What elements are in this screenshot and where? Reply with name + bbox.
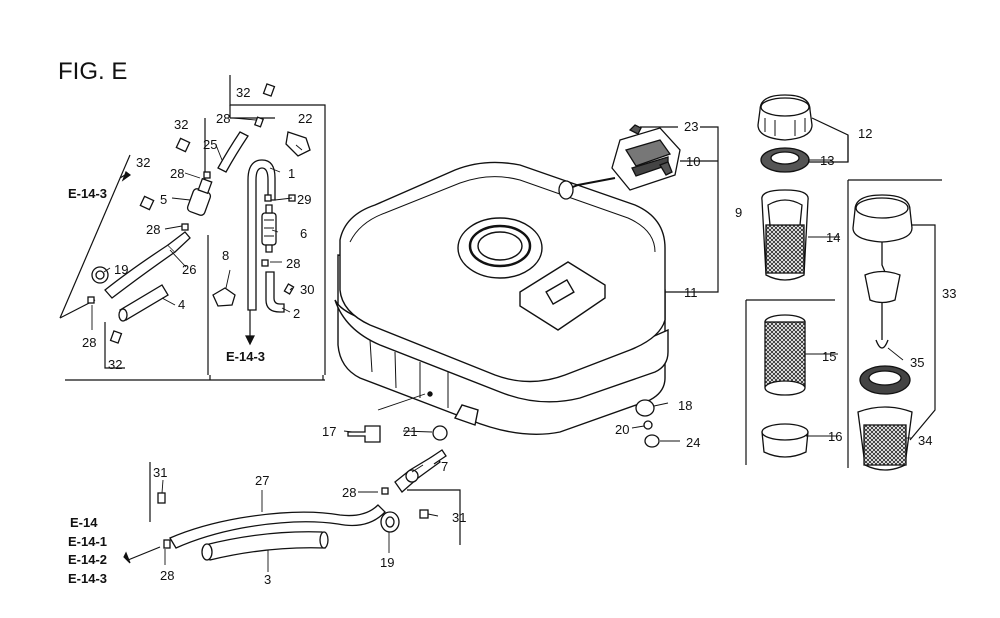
part-label-24: 24 (686, 435, 701, 450)
part-label-16: 16 (828, 429, 843, 444)
part-label-7: 7 (441, 459, 449, 474)
part-label-21: 21 (403, 424, 418, 439)
part-label-20: 20 (615, 422, 630, 437)
part-label-15: 15 (822, 349, 837, 364)
part-label-29: 29 (297, 192, 312, 207)
part-label-28: 28 (82, 335, 97, 350)
part-label-5: 5 (160, 192, 168, 207)
part-label-19: 19 (380, 555, 395, 570)
part-label-14: 14 (826, 230, 841, 245)
part-label-17: 17 (322, 424, 337, 439)
part-label-23: 23 (684, 119, 699, 134)
part-label-4: 4 (178, 297, 186, 312)
part-label-18: 18 (678, 398, 693, 413)
fuel-gauge (558, 124, 681, 200)
part-label-30: 30 (300, 282, 315, 297)
part-label-32: 32 (236, 85, 251, 100)
part-label-9: 9 (735, 205, 743, 220)
part-label-32: 32 (136, 155, 151, 170)
part-label-19: 19 (114, 262, 129, 277)
part-label-32: 32 (108, 357, 123, 372)
part-label-26: 26 (182, 262, 197, 277)
part-label-31: 31 (452, 510, 467, 525)
part-label-6: 6 (300, 226, 308, 241)
part-label-31: 31 (153, 465, 168, 480)
part-label-28: 28 (286, 256, 301, 271)
part-label-33: 33 (942, 286, 957, 301)
part-label-28: 28 (160, 568, 175, 583)
part-label-2: 2 (293, 306, 301, 321)
part-label-27: 27 (255, 473, 270, 488)
ref-e-14-3-bottom[interactable]: E-14-3 (68, 571, 108, 586)
right-frames (640, 117, 942, 468)
bottom-hoses (157, 399, 660, 561)
part-label-28: 28 (342, 485, 357, 500)
part-label-25: 25 (203, 137, 218, 152)
part-label-28: 28 (170, 166, 185, 181)
ref-e-14-3-upper[interactable]: E-14-3 (68, 186, 108, 201)
part-label-34: 34 (918, 433, 933, 448)
ref-e-14-1[interactable]: E-14-1 (68, 534, 108, 549)
part-label-22: 22 (298, 111, 313, 126)
part-label-32: 32 (174, 117, 189, 132)
part-label-35: 35 (910, 355, 925, 370)
part-label-3: 3 (264, 572, 272, 587)
ref-e-14[interactable]: E-14 (70, 515, 98, 530)
leader-lines (91, 117, 912, 572)
part-label-28: 28 (146, 222, 161, 237)
part-label-10: 10 (686, 154, 701, 169)
right-parts (757, 94, 913, 471)
left-box-parts (87, 83, 311, 344)
part-label-12: 12 (858, 126, 873, 141)
left-box-arrows (119, 171, 255, 346)
ref-e-14-2[interactable]: E-14-2 (68, 552, 108, 567)
part-label-13: 13 (820, 153, 835, 168)
left-box-frame (59, 75, 326, 381)
part-label-1: 1 (288, 166, 296, 181)
fuel-tank (334, 161, 669, 435)
figure-title: FIG. E (58, 58, 128, 85)
part-label-11: 11 (684, 285, 698, 300)
part-label-28: 28 (216, 111, 231, 126)
part-label-8: 8 (222, 248, 230, 263)
bottom-frames (123, 462, 461, 564)
ref-e-14-3-lower[interactable]: E-14-3 (226, 349, 266, 364)
